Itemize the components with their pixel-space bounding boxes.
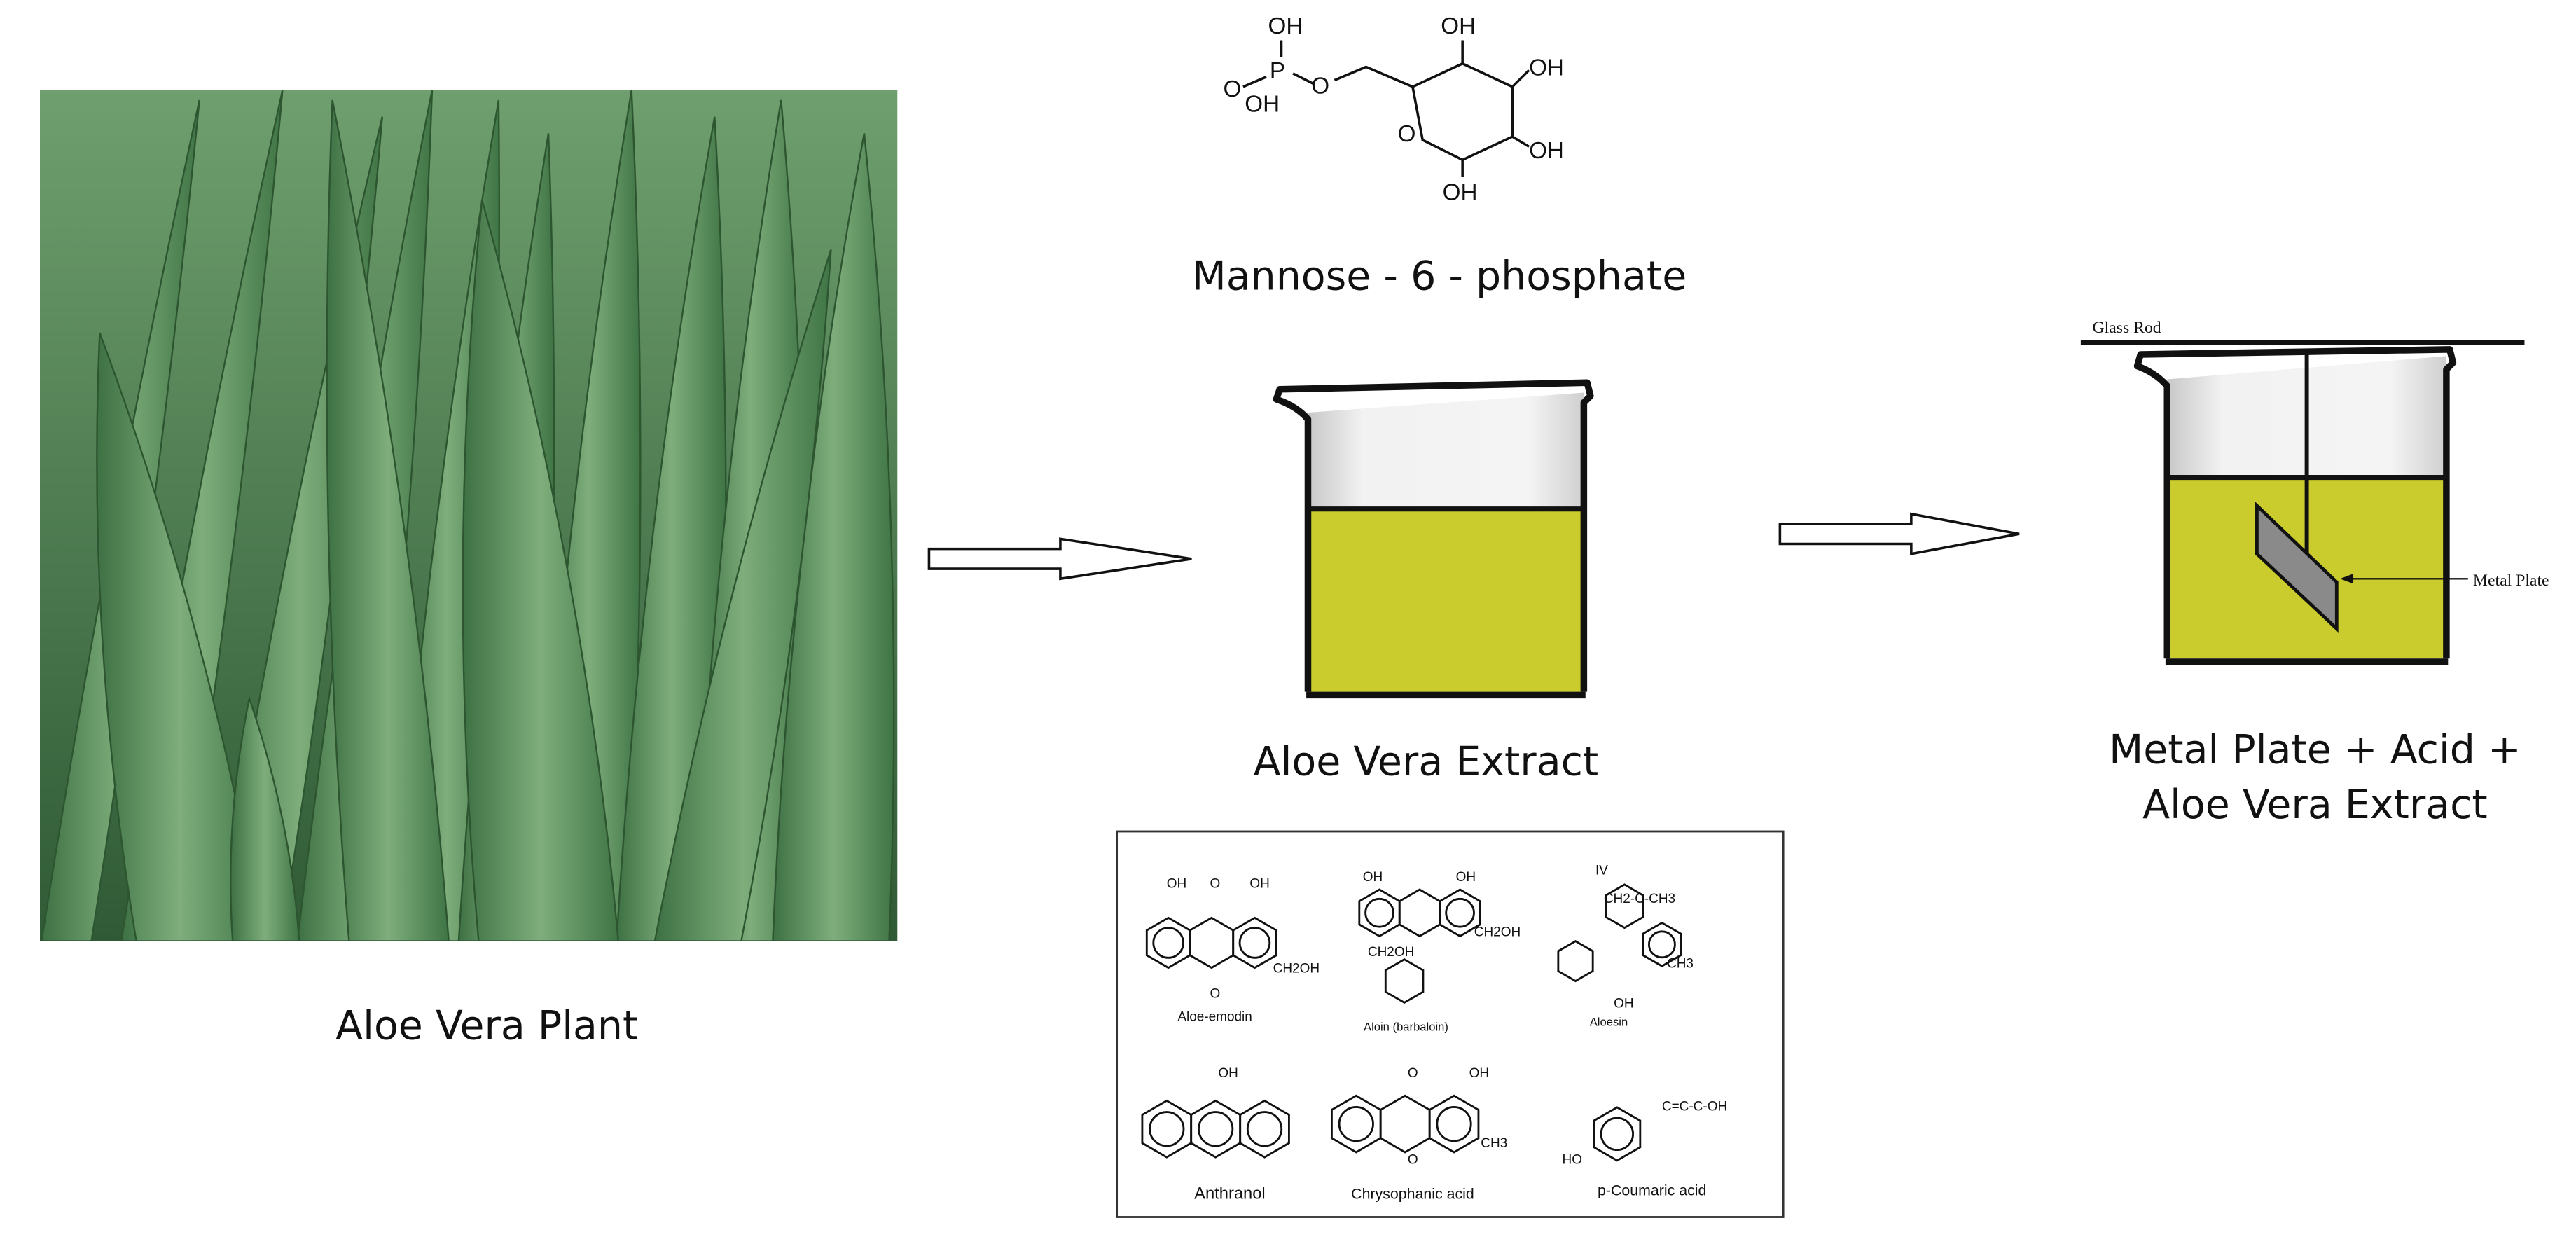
svg-text:CH3: CH3: [1481, 1136, 1507, 1151]
aloe-leaf: [326, 99, 450, 941]
compound-p-coumaric-acid: p-Coumaric acid: [1598, 1182, 1706, 1199]
svg-text:O: O: [1408, 1153, 1418, 1168]
svg-text:O: O: [1210, 877, 1220, 892]
svg-text:CH2-C-CH3: CH2-C-CH3: [1604, 892, 1675, 906]
aromatic-circle: [1600, 1117, 1635, 1152]
aromatic-circle: [1198, 1111, 1234, 1147]
aromatic-circle: [1338, 1105, 1374, 1142]
aloe-vera-plant-label: Aloe Vera Plant: [335, 1003, 638, 1049]
benzene-ring: [1239, 1099, 1290, 1159]
aromatic-circle: [1647, 930, 1676, 959]
process-arrow-2: [1778, 512, 2020, 555]
svg-text:OH: OH: [1167, 877, 1186, 892]
svg-text:OH: OH: [1529, 55, 1564, 81]
benzene-ring: [1605, 883, 1644, 929]
benzene-ring: [1428, 1094, 1480, 1154]
beaker-experiment: Glass Rod Metal Plate: [2080, 319, 2549, 665]
svg-text:HO: HO: [1563, 1153, 1582, 1168]
aromatic-circle: [1246, 1111, 1283, 1147]
aloe-vera-extract-label: Aloe Vera Extract: [1254, 738, 1599, 785]
svg-text:OH: OH: [1245, 92, 1280, 118]
svg-text:O: O: [1408, 1066, 1418, 1081]
svg-text:OH: OH: [1614, 997, 1633, 1011]
mannose-6-phosphate-structure: OH P O OH O O OH OH OH OH: [1223, 13, 1563, 205]
benzene-ring: [1593, 1106, 1642, 1162]
svg-text:CH2OH: CH2OH: [1273, 962, 1320, 976]
aromatic-circle: [1152, 927, 1184, 959]
metal-plate: [2255, 502, 2339, 633]
svg-text:OH: OH: [1456, 870, 1476, 885]
aloe-compounds-panel: OH O OH CH2OH O OH OH CH2OH CH2OH IV CH2…: [1116, 830, 1785, 1218]
metal-plate-label: Metal Plate: [2473, 572, 2549, 590]
aromatic-circle: [1364, 897, 1394, 928]
aloe-vera-plant-photo: [39, 90, 898, 941]
svg-text:O: O: [1210, 986, 1220, 1001]
aromatic-circle: [1445, 897, 1475, 928]
aromatic-circle: [1436, 1105, 1472, 1142]
aloe-leaf: [653, 249, 832, 941]
glass-rod-label: Glass Rod: [2092, 319, 2161, 337]
process-arrow-1: [927, 537, 1192, 581]
svg-text:OH: OH: [1529, 138, 1564, 164]
svg-text:OH: OH: [1218, 1066, 1238, 1081]
svg-text:P: P: [1270, 58, 1285, 84]
benzene-ring: [1439, 888, 1481, 938]
experiment-label-line1: Metal Plate + Acid +: [2109, 727, 2521, 773]
svg-text:IV: IV: [1595, 864, 1608, 878]
aromatic-circle: [1149, 1111, 1185, 1147]
extract-liquid: [1308, 509, 1584, 692]
svg-text:OH: OH: [1249, 877, 1269, 892]
svg-text:CH2OH: CH2OH: [1368, 945, 1414, 960]
benzene-ring: [1642, 921, 1682, 967]
svg-text:OH: OH: [1363, 870, 1383, 885]
svg-text:OH: OH: [1441, 13, 1476, 39]
beaker-aloe-vera-extract: [1273, 379, 1594, 699]
compound-aloesin: Aloesin: [1590, 1016, 1628, 1029]
svg-text:OH: OH: [1268, 13, 1303, 39]
svg-text:CH2OH: CH2OH: [1474, 925, 1521, 939]
aromatic-circle: [1238, 927, 1271, 959]
aloe-leaf: [96, 332, 264, 941]
compound-anthranol: Anthranol: [1194, 1184, 1266, 1203]
svg-text:O: O: [1398, 121, 1416, 147]
svg-text:OH: OH: [1443, 179, 1478, 205]
benzene-ring: [1557, 939, 1594, 983]
aloe-leaf: [772, 133, 895, 941]
experiment-label-line2: Aloe Vera Extract: [2142, 782, 2488, 828]
benzene-ring: [1384, 958, 1425, 1004]
svg-text:OH: OH: [1469, 1066, 1489, 1081]
compound-chrysophanic-acid: Chrysophanic acid: [1351, 1185, 1474, 1202]
aloe-leaf: [462, 199, 619, 941]
svg-text:CH3: CH3: [1667, 957, 1694, 972]
compound-aloin: Aloin (barbaloin): [1364, 1021, 1448, 1034]
mannose-6-phosphate-label: Mannose - 6 - phosphate: [1192, 253, 1687, 299]
aloe-leaf: [230, 695, 300, 941]
benzene-ring: [1232, 916, 1277, 969]
compound-aloe-emodin: Aloe-emodin: [1177, 1009, 1252, 1024]
svg-text:O: O: [1223, 76, 1241, 102]
svg-text:C=C-C-OH: C=C-C-OH: [1662, 1100, 1727, 1114]
svg-text:O: O: [1311, 73, 1329, 99]
